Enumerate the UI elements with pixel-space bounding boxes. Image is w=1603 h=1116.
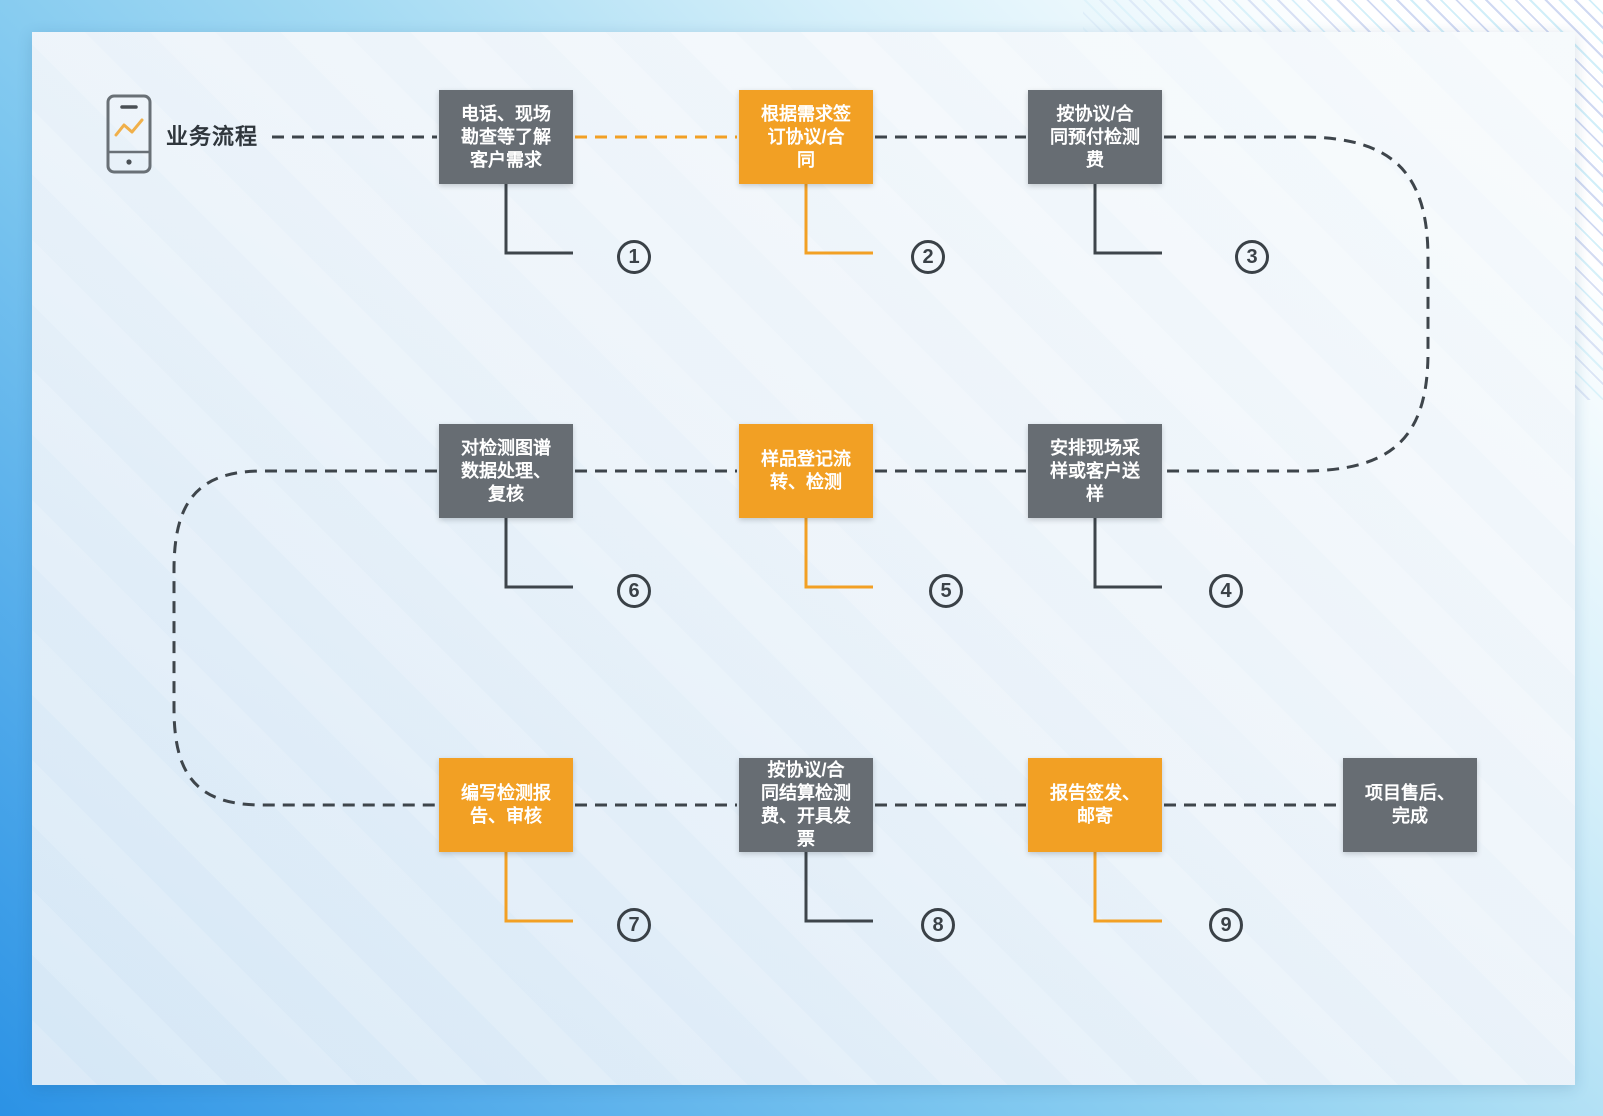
step-number-7: 7 xyxy=(617,908,651,942)
stub-step7 xyxy=(504,852,573,923)
step-number-2: 2 xyxy=(911,240,945,274)
step-box-1: 电话、现场 勘查等了解 客户需求 xyxy=(439,90,573,184)
step-number-8: 8 xyxy=(921,908,955,942)
stub-step9 xyxy=(1093,852,1162,923)
step-box-5: 样品登记流 转、检测 xyxy=(739,424,873,518)
step-box-6: 对检测图谱 数据处理、 复核 xyxy=(439,424,573,518)
step-box-2: 根据需求签 订协议/合 同 xyxy=(739,90,873,184)
dash-left-u-turn xyxy=(172,469,437,807)
step-number-4: 4 xyxy=(1209,574,1243,608)
final-step-box: 项目售后、 完成 xyxy=(1343,758,1477,852)
step-number-9: 9 xyxy=(1209,908,1243,942)
dash-right-u-turn xyxy=(1164,135,1430,473)
step-box-4: 安排现场采 样或客户送 样 xyxy=(1028,424,1162,518)
step-box-3: 按协议/合 同预付检测 费 xyxy=(1028,90,1162,184)
diagram-title: 业务流程 xyxy=(166,124,259,149)
step-box-7: 编写检测报 告、审核 xyxy=(439,758,573,852)
stub-step5 xyxy=(804,518,873,589)
phone-chart-icon xyxy=(106,94,152,174)
stub-step8 xyxy=(804,852,873,923)
diagram-panel xyxy=(32,32,1575,1085)
step-number-1: 1 xyxy=(617,240,651,274)
step-box-8: 按协议/合 同结算检测 费、开具发 票 xyxy=(739,758,873,852)
stub-step2 xyxy=(804,184,873,255)
stub-step1 xyxy=(504,184,573,255)
stub-step4 xyxy=(1093,518,1162,589)
stub-step6 xyxy=(504,518,573,589)
step-number-6: 6 xyxy=(617,574,651,608)
step-number-3: 3 xyxy=(1235,240,1269,274)
step-box-9: 报告签发、 邮寄 xyxy=(1028,758,1162,852)
stub-step3 xyxy=(1093,184,1162,255)
step-number-5: 5 xyxy=(929,574,963,608)
